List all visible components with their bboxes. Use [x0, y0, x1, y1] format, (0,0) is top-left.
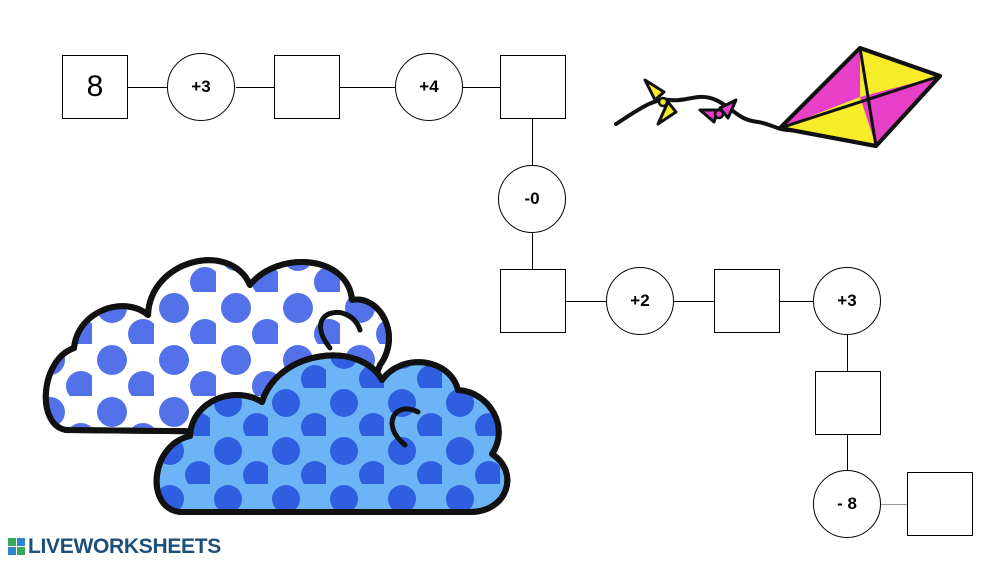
operation-circle: +2 — [606, 267, 674, 335]
connector-line — [532, 119, 533, 166]
operation-circle: - 8 — [813, 470, 881, 538]
brand-text: LIVEWORKSHEETS — [28, 535, 221, 558]
connector-line — [565, 301, 607, 302]
operation-circle: +4 — [395, 53, 463, 121]
start-number-box: 8 — [62, 55, 128, 119]
operation-circle: -0 — [498, 165, 566, 233]
bow-icon — [643, 78, 678, 126]
operation-circle: +3 — [813, 267, 881, 335]
operation-circle: +3 — [167, 53, 235, 121]
connector-line — [462, 87, 500, 88]
clouds-illustration — [42, 257, 511, 515]
liveworksheets-mark-icon — [8, 538, 26, 556]
connector-line — [847, 333, 848, 371]
liveworksheets-logo: LIVEWORKSHEETS — [8, 535, 221, 558]
bow-icon — [698, 98, 738, 124]
connector-line — [128, 87, 168, 88]
answer-box-3[interactable] — [500, 269, 566, 333]
answer-box-4[interactable] — [714, 269, 780, 333]
answer-box-6[interactable] — [907, 472, 973, 536]
connector-line — [340, 87, 396, 88]
connector-line — [780, 301, 814, 302]
connector-line — [880, 504, 907, 505]
kite-icon — [778, 46, 942, 148]
connector-line — [847, 435, 848, 472]
answer-box-5[interactable] — [815, 371, 881, 435]
kite-illustration — [614, 46, 942, 148]
connector-line — [673, 301, 714, 302]
connector-line — [236, 87, 274, 88]
answer-box-2[interactable] — [500, 55, 566, 119]
connector-line — [532, 232, 533, 270]
cloud-front-icon — [153, 309, 511, 515]
answer-box-1[interactable] — [274, 55, 340, 119]
